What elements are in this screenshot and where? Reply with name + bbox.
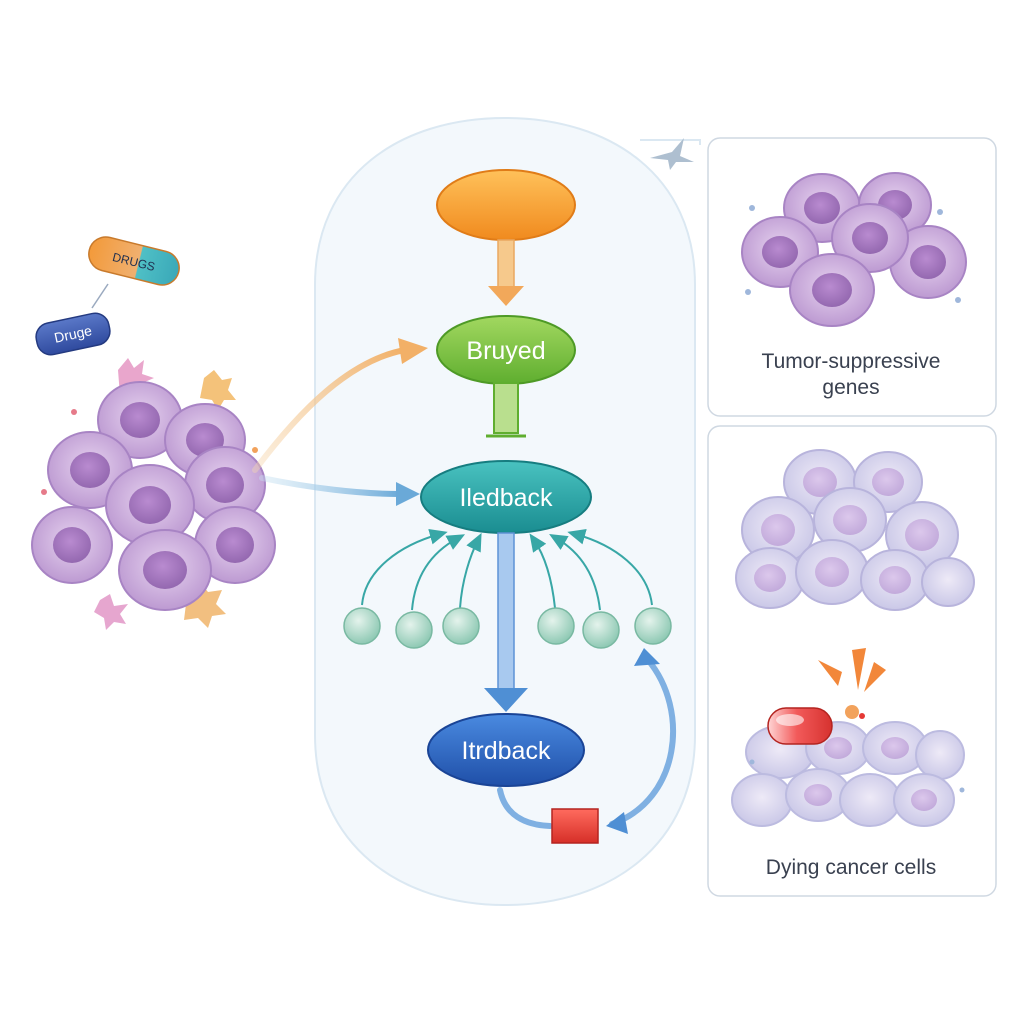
arrow-orange-to-green <box>488 239 524 306</box>
molecule-sphere <box>537 607 575 645</box>
signal-arrows <box>361 528 653 611</box>
cancer-cell <box>31 506 113 584</box>
drug-capsule-red <box>767 707 833 745</box>
cancer-cell <box>184 446 266 524</box>
tumor-suppressive-caption-line2: genes <box>822 376 879 399</box>
cell-cluster-dying <box>731 721 965 827</box>
feedback-loop-arrows <box>497 648 676 844</box>
cell-cluster-healthy <box>741 172 967 327</box>
burst-icon <box>818 648 886 719</box>
cancer-cell <box>118 529 212 611</box>
cancer-cell-cluster <box>31 358 276 630</box>
arrow-cluster-to-feedback <box>259 475 420 506</box>
molecule-sphere <box>442 607 480 645</box>
signal-molecules <box>343 607 672 649</box>
drug-pill-top: DRUGS <box>88 236 180 286</box>
green-stem <box>486 382 526 438</box>
panel-dying-cells: Dying cancer cells <box>707 425 997 897</box>
tumor-suppressive-caption-line1: Tumor-suppressive <box>762 350 941 373</box>
molecule-sphere <box>582 611 620 649</box>
node-bottom: Itrdback <box>427 713 585 787</box>
node-bruyed-label: Bruyed <box>466 337 545 365</box>
node-feedback-label: Iledback <box>459 484 553 512</box>
drug-pill-bottom: Druge <box>35 312 111 356</box>
molecule-sphere <box>634 607 672 645</box>
molecule-sphere <box>395 611 433 649</box>
molecule-sphere <box>343 607 381 645</box>
node-feedback: Iledback <box>420 460 592 534</box>
node-bruyed: Bruyed <box>436 315 576 385</box>
red-inhibitor-square <box>551 808 599 844</box>
arrow-cluster-to-bruyed <box>252 338 428 473</box>
cell-cluster-fading <box>735 449 975 611</box>
sparkle-icon <box>650 138 694 170</box>
dying-cells-caption: Dying cancer cells <box>766 856 936 879</box>
cancer-cell <box>97 381 183 459</box>
panel-tumor-suppressive: Tumor-suppressive genes <box>707 137 997 417</box>
cancer-cell <box>105 464 195 546</box>
drug-pill-bottom-label: Druge <box>53 322 94 346</box>
node-top-orange <box>436 169 576 241</box>
arrow-feedback-to-bottom <box>484 532 528 712</box>
pill-connector-line <box>91 283 109 309</box>
node-bottom-label: Itrdback <box>462 737 551 765</box>
